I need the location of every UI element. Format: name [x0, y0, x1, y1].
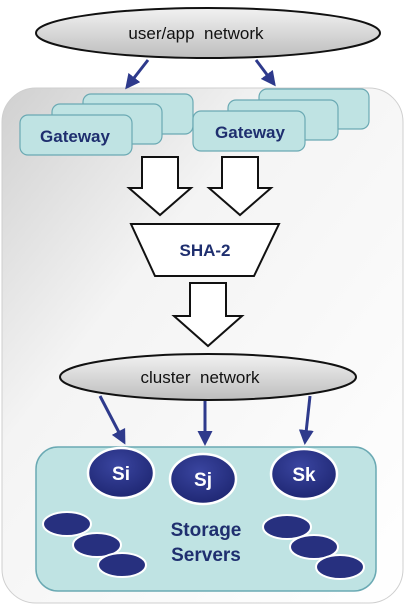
right-gateway-stack: Gateway	[192, 88, 370, 152]
storage-label-line2: Servers	[171, 545, 241, 566]
user-to-left-gateway-arrow	[125, 59, 150, 90]
disk-icon	[315, 554, 365, 580]
storage-node-si-label: Si	[112, 464, 130, 485]
sha2-block-arrow	[171, 282, 245, 348]
cluster-to-sk-arrow	[298, 395, 314, 445]
cluster-network-label: cluster network	[140, 368, 260, 387]
disk-icon	[289, 534, 339, 560]
storage-node-sk: Sk	[269, 447, 339, 501]
storage-node-sj-label: Sj	[194, 470, 212, 491]
left-gateway-block-arrow	[126, 156, 194, 217]
sha2-hash-box	[129, 223, 281, 277]
storage-label-line1: Storage	[171, 520, 242, 541]
disk-icon	[42, 511, 92, 537]
storage-node-sk-label: Sk	[292, 465, 316, 486]
user-app-network-ellipse	[35, 7, 381, 59]
storage-node-si: Si	[86, 446, 156, 500]
left-gateway-stack: Gateway	[19, 93, 194, 156]
left-disk-stack	[42, 511, 147, 578]
storage-node-sj: Sj	[168, 452, 238, 506]
user-app-network-label: user/app network	[128, 24, 264, 43]
right-gateway-card-front	[192, 110, 306, 152]
right-disk-stack	[262, 514, 365, 580]
right-gateway-label: Gateway	[215, 123, 285, 142]
user-to-right-gateway-arrow	[254, 59, 276, 87]
right-gateway-block-arrow	[206, 156, 274, 217]
disk-icon	[97, 552, 147, 578]
sha2-label: SHA-2	[179, 241, 230, 260]
disk-icon	[262, 514, 312, 540]
disk-icon	[72, 532, 122, 558]
cluster-network-ellipse	[59, 353, 357, 401]
cluster-to-si-arrow	[98, 395, 126, 445]
left-gateway-card-front	[19, 114, 133, 156]
left-gateway-label: Gateway	[40, 127, 110, 146]
